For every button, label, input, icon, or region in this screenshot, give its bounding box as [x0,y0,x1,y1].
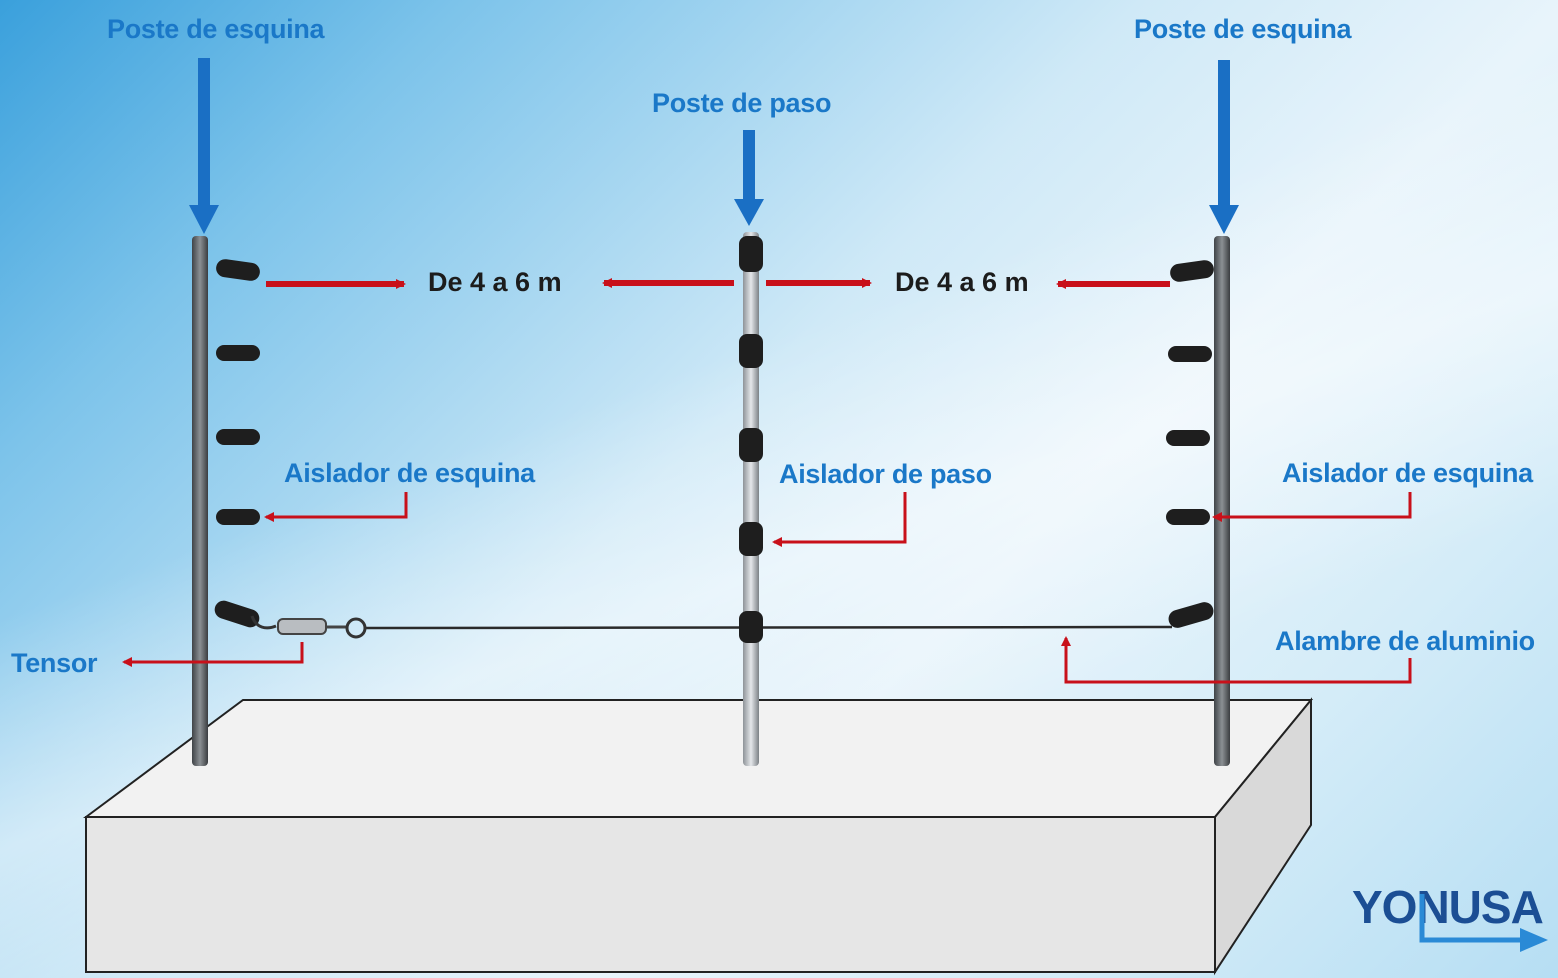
blue-arrows [189,58,1239,234]
pass-post [743,232,759,766]
corner-insulator-left-label: Aislador de esquina [284,458,535,488]
pass-post-label: Poste de paso [652,88,832,118]
yonusa-logo: YONUSA [1352,880,1548,960]
logo-text: YONUSA [1352,881,1544,933]
distance-arrows [266,278,1170,289]
distance-left-label: De 4 a 6 m [428,267,562,297]
corner-post-left [192,236,208,766]
aluminum-wire-label: Alambre de aluminio [1275,626,1535,656]
corner-post-right [1214,236,1230,766]
tensioner-label: Tensor [11,648,98,678]
tensioner-device [250,615,367,639]
corner-post-right-label: Poste de esquina [1134,14,1352,44]
corner-insulators-left [214,259,260,628]
logo-arrow-icon [1419,894,1548,952]
corner-insulator-right-label: Aislador de esquina [1282,458,1533,488]
aluminum-wire-line [365,625,1173,630]
distance-right-label: De 4 a 6 m [895,267,1029,297]
concrete-base [82,697,1314,976]
pass-insulator-label: Aislador de paso [779,459,992,489]
pass-insulators [739,236,763,643]
corner-insulators-right [1166,260,1214,628]
corner-post-left-label: Poste de esquina [107,14,325,44]
callout-arrows [122,492,1412,684]
